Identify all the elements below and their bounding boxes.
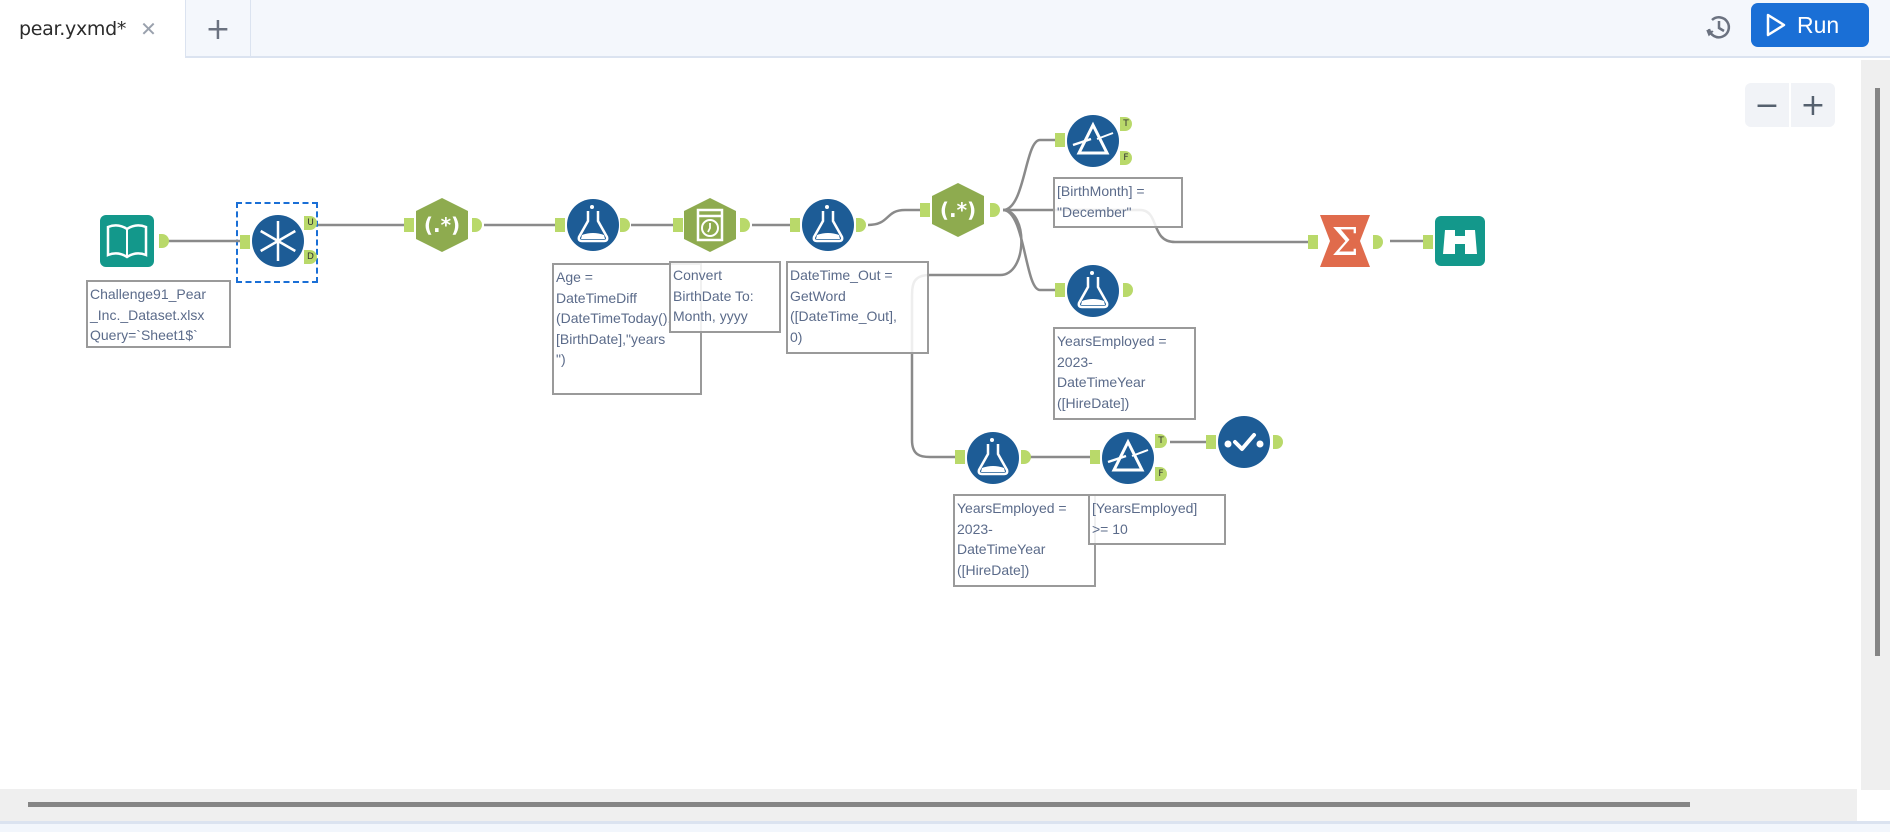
input-anchor[interactable] [240,235,250,249]
output-anchor-f[interactable]: F [1120,151,1132,165]
plus-icon: + [205,11,231,47]
output-anchor[interactable] [1123,283,1133,297]
tool-formula-years-2[interactable] [967,432,1019,484]
annotation-formula-years: YearsEmployed = 2023- DateTimeYear ([Hir… [1053,327,1196,420]
selection-box [236,202,318,283]
history-icon [1706,16,1731,39]
output-anchor-u[interactable]: U [304,216,317,230]
tool-datetime[interactable] [684,198,736,252]
flask-icon [802,199,854,251]
zoom-in-button[interactable]: + [1800,87,1826,123]
play-icon [1766,13,1786,37]
run-label: Run [1797,11,1840,38]
zoom-controls: − + [1745,83,1835,127]
input-anchor[interactable] [790,218,800,232]
vertical-scroll-thumb[interactable] [1875,88,1880,656]
new-tab-button[interactable]: + [185,0,251,58]
svg-text:Σ: Σ [1332,220,1359,264]
annotation-formula-getword: DateTime_Out = GetWord ([DateTime_Out], … [786,261,929,354]
tool-formula-years[interactable] [1067,265,1119,317]
output-anchor[interactable] [740,218,750,232]
annotation-filter-years: [YearsEmployed] >= 10 [1088,494,1226,545]
output-anchor[interactable] [620,218,630,232]
regex-icon: (.*) [932,183,984,237]
output-anchor[interactable] [472,218,482,232]
annotation-datetime: Convert BirthDate To: Month, yyyy [669,261,781,333]
history-button[interactable] [1700,9,1736,45]
run-button[interactable]: Run [1751,3,1869,47]
tool-input-data[interactable] [100,215,154,267]
input-anchor[interactable] [1206,435,1216,449]
filter-icon [1102,432,1154,484]
tool-browse[interactable] [1435,216,1485,266]
input-anchor[interactable] [1090,450,1100,464]
close-icon[interactable]: ✕ [140,17,157,41]
horizontal-scroll-thumb[interactable] [28,802,1690,807]
output-anchor[interactable] [856,218,866,232]
regex-icon: (.*) [416,198,468,252]
tool-formula-age[interactable] [567,199,619,251]
clock-icon [684,198,736,252]
output-anchor-d[interactable]: D [304,250,317,264]
svg-text:(.*): (.*) [424,213,460,237]
book-icon [100,215,154,267]
flask-icon [967,432,1019,484]
tab-pear-yxmd[interactable]: pear.yxmd* ✕ [0,0,185,58]
input-anchor[interactable] [1423,235,1433,249]
tool-regex-2[interactable]: (.*) [932,183,984,237]
input-anchor[interactable] [920,203,930,217]
output-anchor-t[interactable]: T [1120,117,1132,131]
filter-icon [1067,115,1119,167]
output-anchor[interactable] [159,234,169,248]
input-anchor[interactable] [1055,133,1065,147]
input-anchor[interactable] [673,218,683,232]
tool-summarize[interactable]: Σ [1320,215,1370,267]
workflow-canvas[interactable] [0,60,1860,788]
tool-formula-getword[interactable] [802,199,854,251]
tab-label: pear.yxmd* [19,18,127,40]
flask-icon [1067,265,1119,317]
input-anchor[interactable] [404,218,414,232]
output-anchor[interactable] [990,203,1000,217]
tool-dynamic-rename[interactable] [252,215,304,267]
zoom-out-button[interactable]: − [1754,87,1780,123]
binoculars-icon [1435,216,1485,266]
output-anchor-t[interactable]: T [1155,434,1167,448]
flask-icon [567,199,619,251]
output-anchor-f[interactable]: F [1155,467,1167,481]
annotation-formula-years-2: YearsEmployed = 2023- DateTimeYear ([Hir… [953,494,1096,587]
input-anchor[interactable] [955,450,965,464]
input-anchor[interactable] [1308,235,1318,249]
tab-bar: pear.yxmd* ✕ + Run [0,0,1890,58]
annotation-input: Challenge91_Pear _Inc._Dataset.xlsx Quer… [86,280,231,348]
checkmark-icon [1218,416,1270,468]
output-anchor[interactable] [1373,235,1383,249]
sigma-icon: Σ [1320,215,1370,267]
snowflake-icon [252,215,304,267]
input-anchor[interactable] [1055,283,1065,297]
svg-text:(.*): (.*) [940,198,976,222]
annotation-filter-december: [BirthMonth] = "December" [1053,177,1183,228]
tool-filter-years[interactable] [1102,432,1154,484]
tool-filter-december[interactable] [1067,115,1119,167]
tool-regex[interactable]: (.*) [416,198,468,252]
output-anchor[interactable] [1273,435,1283,449]
input-anchor[interactable] [555,218,565,232]
tool-test[interactable] [1218,416,1270,468]
status-bar [0,821,1890,832]
output-anchor[interactable] [1021,450,1031,464]
